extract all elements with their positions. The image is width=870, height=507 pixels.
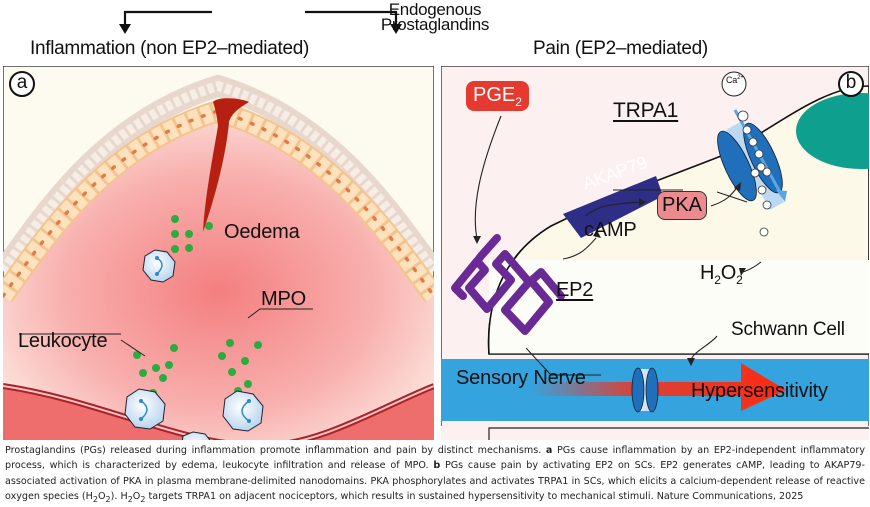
panel-a-illustration [3, 66, 434, 440]
h2o2-sub-b: 2 [736, 273, 743, 287]
calcium-charge: 2+ [737, 75, 744, 81]
figure-caption: Prostaglandins (PGs) released during inf… [5, 443, 865, 507]
pka-box: PKA [657, 191, 707, 220]
caption-sub: 2 [140, 494, 146, 504]
blood-vessel [3, 386, 434, 440]
h2o2-sub-a: 2 [714, 273, 721, 287]
caption-panel-a-ref: a [545, 445, 553, 456]
ep2-receptor [451, 234, 565, 335]
h2o2-h: H [700, 262, 715, 284]
wound-bleed [203, 98, 249, 232]
figure: Endogenous Prostaglandins Inflammation (… [3, 0, 869, 440]
h2o2-label: H2O2 [700, 262, 743, 287]
camp-label: cAMP [584, 219, 637, 241]
sc-trpa1-channel [717, 109, 787, 237]
mpo-label: MPO [261, 288, 306, 310]
trpa1-leader-line [716, 191, 748, 203]
panel-b-letter: b [838, 71, 864, 97]
leukocyte-label: Leukocyte [18, 330, 108, 352]
pka-label: PKA [661, 194, 703, 216]
caption-text-4: O [97, 490, 106, 502]
signal-arrows [474, 115, 762, 361]
h2o2-o: O [720, 262, 737, 284]
leukocytes [124, 249, 264, 440]
calcium-symbol: Ca [726, 75, 738, 85]
caption-text-1: Prostaglandins (PGs) released during inf… [5, 445, 546, 456]
hypersensitivity-label: Hypersensitivity [691, 380, 828, 402]
nerve-trpa1-channel [631, 367, 659, 413]
pge2-label: PGE [473, 84, 516, 106]
panel-b-illustration [441, 66, 869, 440]
arrow-to-pain [305, 10, 402, 34]
oedema-tissue [3, 111, 434, 440]
nucleus [796, 93, 869, 169]
pge2-subscript: 2 [515, 95, 522, 109]
caption-text-7: targets TRPA1 on adjacent nociceptors, w… [145, 490, 804, 502]
caption-sub: 2 [92, 494, 98, 504]
caption-sub: 2 [127, 494, 133, 504]
caption-panel-b-ref: b [433, 460, 441, 472]
panel-b-title: Pain (EP2–mediated) [533, 38, 708, 59]
caption-text-2: PGs cause inflammation by an EP2-indepen… [5, 445, 865, 472]
arrow-to-inflammation [119, 10, 212, 34]
sensory-nerve-label: Sensory Nerve [456, 367, 586, 389]
mpo-dots [133, 215, 262, 397]
caption-text-3: PGs cause pain by activating EP2 on SCs.… [5, 460, 865, 502]
caption-text-5: ). H [110, 490, 128, 502]
header-arrows [119, 10, 402, 34]
akap79-anchor [563, 176, 663, 238]
trpa1-label: TRPA1 [613, 99, 679, 122]
calcium-ion [721, 71, 747, 97]
caption-sub: 2 [105, 494, 111, 504]
caption-text-6: O [132, 490, 141, 502]
pge2-box: PGE2 [466, 81, 529, 111]
oedema-label: Oedema [224, 221, 300, 243]
leukocyte-leader-line [120, 339, 146, 357]
calcium-label: Ca2+ [726, 75, 744, 85]
header-source-line2: Prostaglandins [380, 15, 490, 34]
ep2-label: EP2 [556, 279, 594, 301]
schwann-cell-label: Schwann Cell [731, 319, 845, 340]
hypersensitivity-arrow [531, 363, 786, 411]
panel-a-title: Inflammation (non EP2–mediated) [30, 38, 310, 59]
header-source-line1: Endogenous [388, 0, 482, 19]
panel-a-letter: a [9, 71, 35, 97]
